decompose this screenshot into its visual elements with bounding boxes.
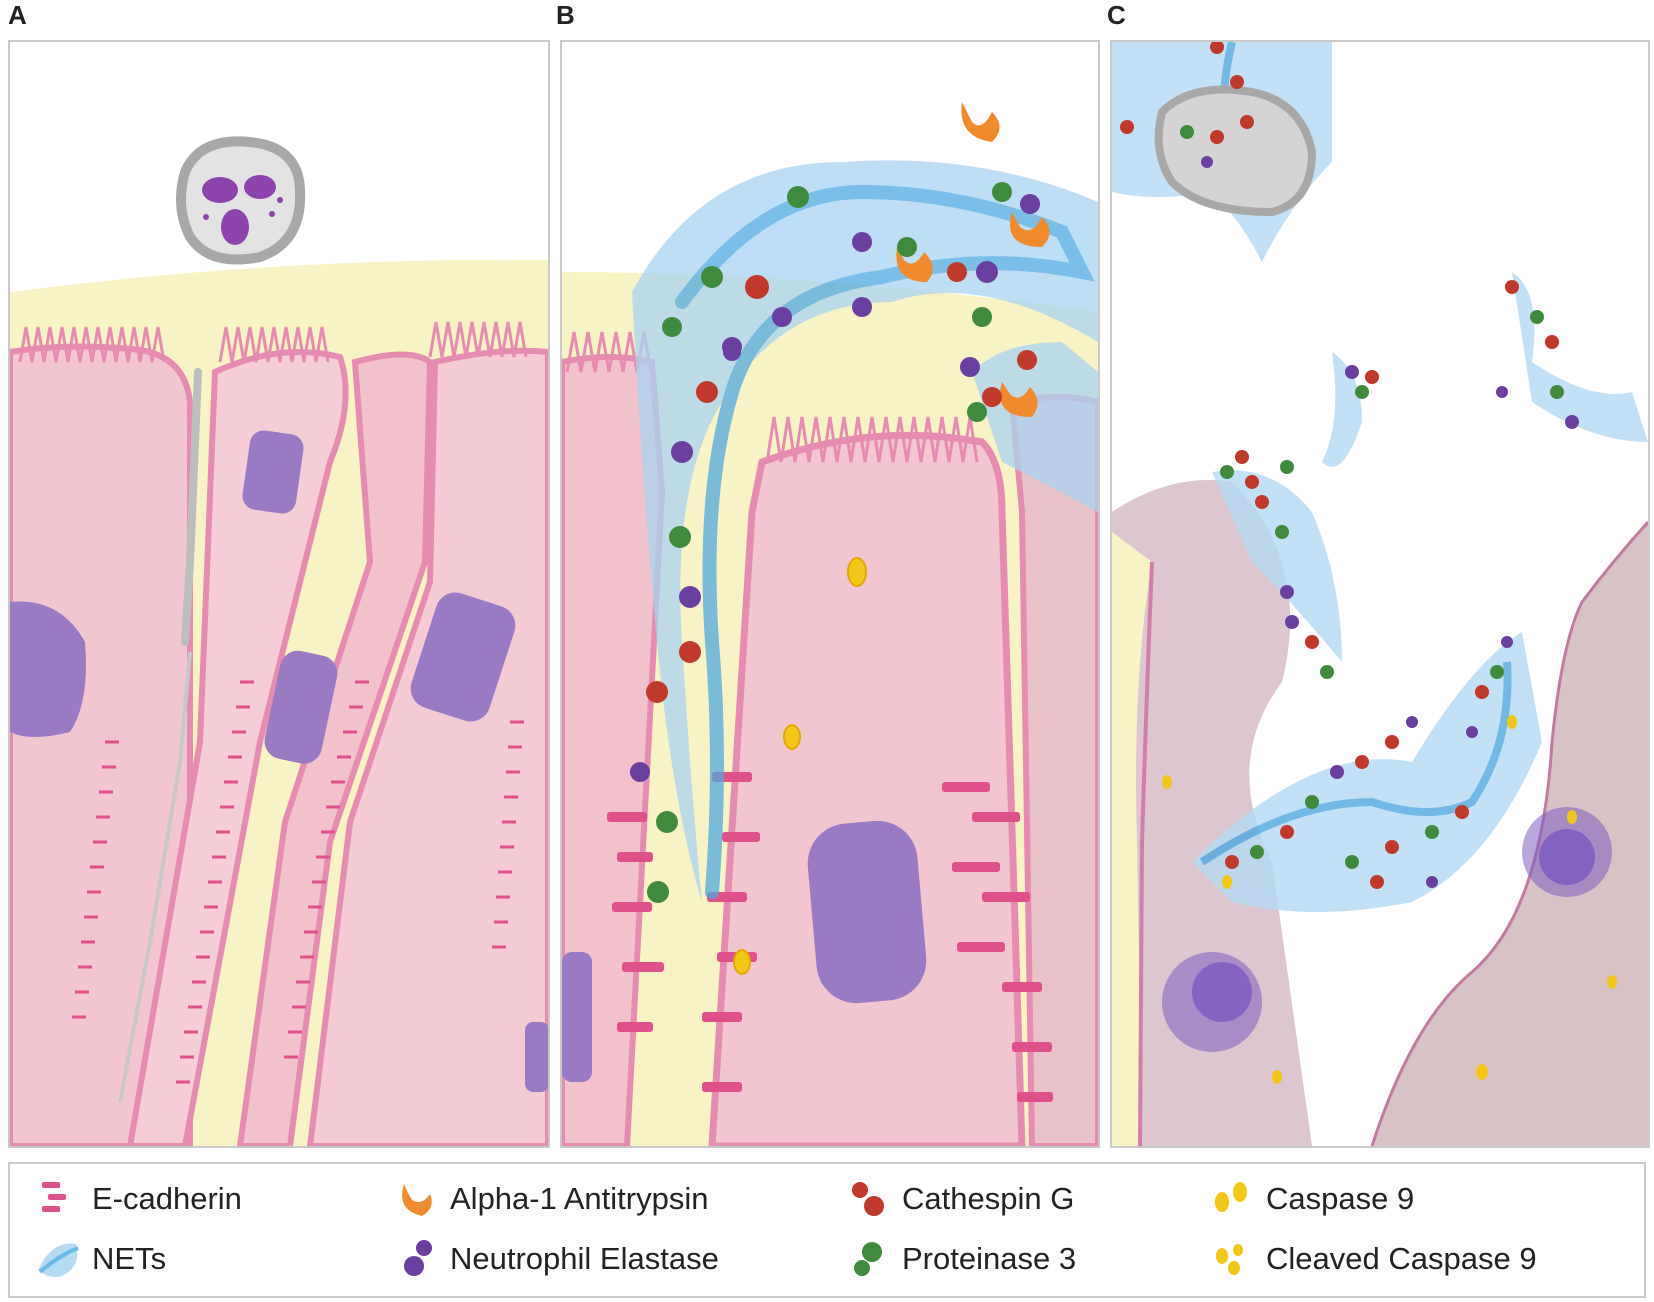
- alpha1-antitrypsin-icon: [390, 1176, 446, 1222]
- legend-label-alpha1-antitrypsin: Alpha-1 Antitrypsin: [450, 1181, 709, 1216]
- tight-junction: [118, 651, 192, 1103]
- cleaved-caspase9-icon: [1206, 1236, 1262, 1282]
- panel-c-illustration: [1112, 42, 1648, 1146]
- legend-item-proteinase3: Proteinase 3: [842, 1236, 1076, 1282]
- microvilli: [18, 321, 528, 363]
- legend-item-nets: NETs: [32, 1236, 166, 1282]
- neutrophil-remnant: [1154, 85, 1317, 217]
- nucleus: [242, 430, 304, 514]
- legend-item-cleaved-caspase9: Cleaved Caspase 9: [1206, 1236, 1537, 1282]
- caspase9-icon: [1206, 1176, 1262, 1222]
- e-cadherin-icon: [32, 1176, 88, 1222]
- panel-a-healthy-epithelium: [8, 40, 550, 1148]
- legend-item-neutrophil-elastase: Neutrophil Elastase: [390, 1236, 719, 1282]
- caspase9-particles: [1162, 715, 1617, 1084]
- proteinase3-icon: [842, 1236, 898, 1282]
- cell-membrane: [1370, 520, 1648, 1146]
- legend-item-alpha1-antitrypsin: Alpha-1 Antitrypsin: [390, 1176, 708, 1222]
- nets-icon: [32, 1236, 88, 1282]
- panel-b-illustration: [562, 102, 1098, 1146]
- legend-label-neutrophil-elastase: Neutrophil Elastase: [450, 1241, 719, 1276]
- legend-label-nets: NETs: [92, 1241, 167, 1276]
- cell-membrane: [1138, 561, 1154, 1146]
- mucus-layer: [1112, 532, 1152, 1146]
- nucleus: [562, 952, 592, 1082]
- legend-item-caspase9: Caspase 9: [1206, 1176, 1414, 1222]
- nucleus: [525, 1022, 548, 1092]
- alpha1-antitrypsin: [896, 247, 933, 282]
- panel-c-letter: C: [1107, 0, 1126, 30]
- alpha1-antitrypsin: [1010, 212, 1050, 247]
- panel-b-net-formation: [560, 40, 1100, 1148]
- legend-item-cathepsin-g: Cathespin G: [842, 1176, 1074, 1222]
- neutrophil-elastase-icon: [390, 1236, 446, 1282]
- legend-item-e-cadherin: E-cadherin: [32, 1176, 242, 1222]
- legend-label-proteinase3: Proteinase 3: [902, 1241, 1077, 1276]
- tight-junction: [181, 368, 202, 646]
- epithelial-cell: [126, 349, 349, 1146]
- neutrophil: [176, 136, 306, 265]
- panel-b-letter: B: [556, 0, 575, 30]
- damaged-cell: [1372, 522, 1648, 1146]
- epithelial-cell: [236, 351, 434, 1146]
- caspase9-particles: [733, 557, 867, 975]
- panel-a-letter: A: [8, 0, 27, 30]
- protease-particles: [630, 182, 1040, 903]
- epithelial-cell: [10, 343, 193, 1146]
- legend-label-e-cadherin: E-cadherin: [92, 1181, 242, 1216]
- legend-label-cathepsin-g: Cathespin G: [902, 1181, 1075, 1216]
- nucleus: [410, 592, 516, 722]
- e-cadherin-fragments: [607, 772, 1053, 1102]
- nucleus: [807, 820, 927, 1004]
- alpha1-antitrypsin: [1000, 382, 1038, 417]
- epithelial-cell: [306, 347, 548, 1146]
- panel-c-epithelial-damage: [1110, 40, 1650, 1148]
- protease-particles: [1120, 42, 1579, 889]
- damaged-cell: [1112, 480, 1312, 1146]
- nucleus: [10, 601, 86, 737]
- e-cadherin-ticks: [72, 680, 524, 1084]
- alpha1-antitrypsin: [961, 102, 1000, 142]
- nuclear-fragments: [1162, 807, 1612, 1052]
- legend-label-cleaved-caspase9: Cleaved Caspase 9: [1266, 1241, 1537, 1276]
- cathepsin-g-icon: [842, 1176, 898, 1222]
- legend: E-cadherin Alpha-1 Antitrypsin Cathespin…: [8, 1162, 1646, 1298]
- nucleus: [264, 650, 338, 764]
- panel-a-illustration: [10, 136, 548, 1146]
- legend-label-caspase9: Caspase 9: [1266, 1181, 1415, 1216]
